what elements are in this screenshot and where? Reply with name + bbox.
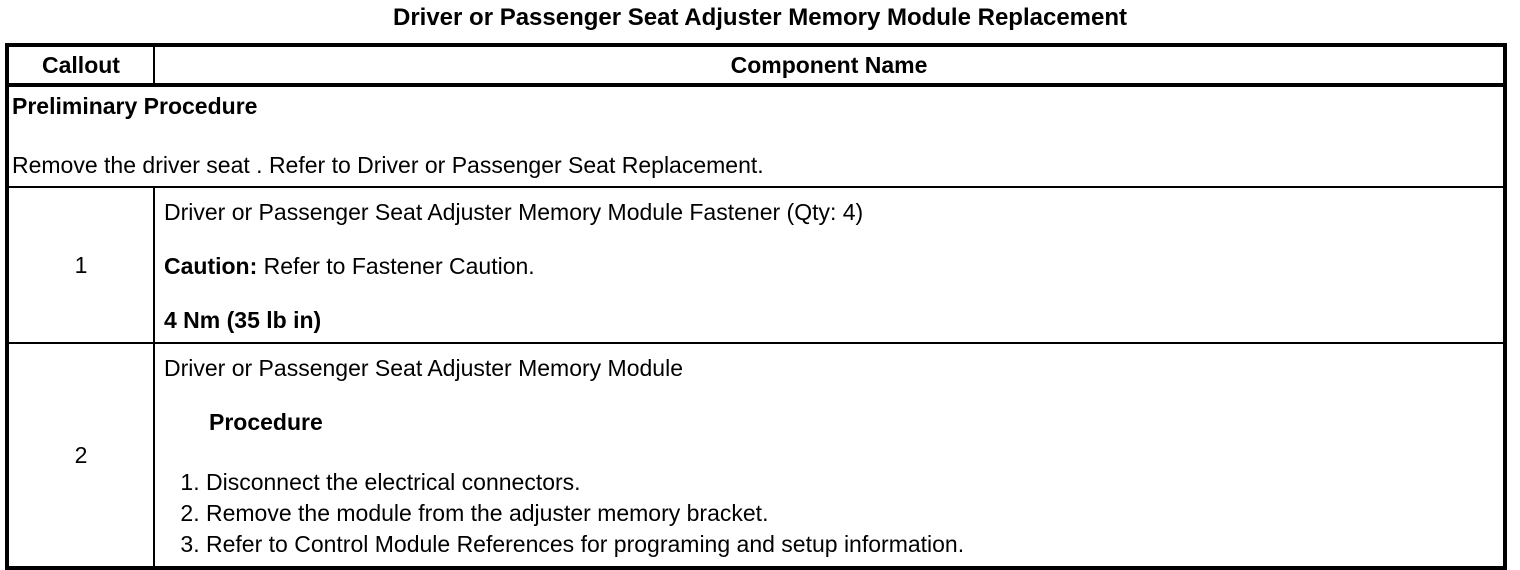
component-name-text: Driver or Passenger Seat Adjuster Memory… [164, 355, 683, 381]
component-cell-2: Driver or Passenger Seat Adjuster Memory… [155, 344, 1503, 566]
procedure-heading: Procedure [209, 409, 323, 435]
procedure-step-2: Remove the module from the adjuster memo… [206, 500, 1493, 526]
column-header-callout: Callout [9, 47, 155, 87]
preliminary-procedure-cell: Preliminary Procedure Remove the driver … [9, 87, 1503, 188]
header-row: Callout Component Name [9, 47, 1503, 87]
procedure-step-3: Refer to Control Module References for p… [206, 531, 1493, 557]
caution-note: Caution: Refer to Fastener Caution. [164, 253, 1493, 279]
procedure-steps-list: Disconnect the electrical connectors. Re… [164, 469, 1493, 557]
preliminary-procedure-row: Preliminary Procedure Remove the driver … [9, 87, 1503, 188]
caution-text: Refer to Fastener Caution. [263, 253, 535, 279]
component-table: Callout Component Name Preliminary Proce… [5, 43, 1507, 570]
torque-spec: 4 Nm (35 lb in) [164, 307, 322, 333]
preliminary-procedure-heading: Preliminary Procedure [12, 93, 258, 119]
component-cell-1: Driver or Passenger Seat Adjuster Memory… [155, 188, 1503, 344]
table-row-callout-1: 1 Driver or Passenger Seat Adjuster Memo… [9, 188, 1503, 344]
caution-label: Caution: [164, 253, 258, 279]
callout-number-1: 1 [9, 188, 155, 344]
procedure-step-1: Disconnect the electrical connectors. [206, 469, 1493, 495]
table-row-callout-2: 2 Driver or Passenger Seat Adjuster Memo… [9, 344, 1503, 566]
column-header-component-name: Component Name [155, 47, 1503, 87]
component-name-text: Driver or Passenger Seat Adjuster Memory… [164, 199, 864, 225]
preliminary-procedure-text: Remove the driver seat . Refer to Driver… [12, 152, 764, 178]
page-title: Driver or Passenger Seat Adjuster Memory… [392, 4, 1127, 31]
callout-number-2: 2 [9, 344, 155, 566]
